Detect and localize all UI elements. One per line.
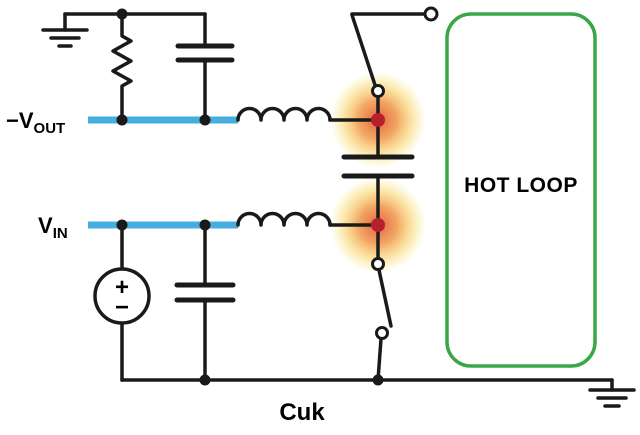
switch-icon-top (350, 12, 427, 115)
junction-dot (199, 374, 211, 386)
junction-dot (116, 219, 128, 231)
capacitor-icon-input-filter (174, 223, 236, 382)
vout-label: −VOUT (6, 108, 65, 137)
highlighted-rails (88, 116, 238, 229)
inductor-icon-input (236, 211, 332, 227)
voltage-source-circle (93, 267, 151, 325)
voltage-source-plus: + (115, 274, 129, 301)
junction-dot (199, 114, 211, 126)
hot-loop-outline (445, 12, 597, 368)
open-terminal-top-right (423, 6, 439, 22)
ground-icon-bottom-right (588, 388, 636, 408)
junction-dot (372, 374, 384, 386)
capacitor-icon-output-filter (175, 12, 235, 122)
diagram-caption: Cuk (279, 399, 325, 426)
open-terminal-bottom-switch-lower (375, 326, 389, 340)
capacitor-icon-coupling (341, 125, 415, 220)
switch-terminals (371, 6, 439, 340)
open-terminal-bottom-switch-upper (371, 257, 385, 271)
junction-dot (199, 219, 211, 231)
switch-node-top (371, 113, 385, 127)
ground-icon-top-left (41, 28, 89, 48)
vout-label-sub: OUT (34, 120, 66, 137)
junction-dots (116, 8, 384, 386)
resistor-icon (111, 12, 133, 122)
vin-label-main: V (38, 213, 53, 238)
vout-label-main: −V (6, 108, 34, 133)
wiring (41, 12, 636, 408)
vin-label: VIN (38, 213, 68, 242)
vin-label-sub: IN (53, 225, 68, 242)
junction-dot (116, 8, 128, 20)
hot-loop-label: HOT LOOP (464, 174, 578, 197)
inductor-icon-output (236, 106, 332, 122)
switch-stub (376, 337, 383, 382)
open-terminal-top-switch (371, 84, 385, 98)
junction-dot (116, 114, 128, 126)
switching-nodes (371, 113, 385, 232)
switch-blade (350, 13, 377, 87)
switch-icon-bottom (376, 230, 393, 382)
switch-node-bottom (371, 218, 385, 232)
voltage-source-minus: − (115, 294, 129, 321)
switch-blade (377, 268, 393, 328)
voltage-source-icon: + − (93, 267, 151, 325)
